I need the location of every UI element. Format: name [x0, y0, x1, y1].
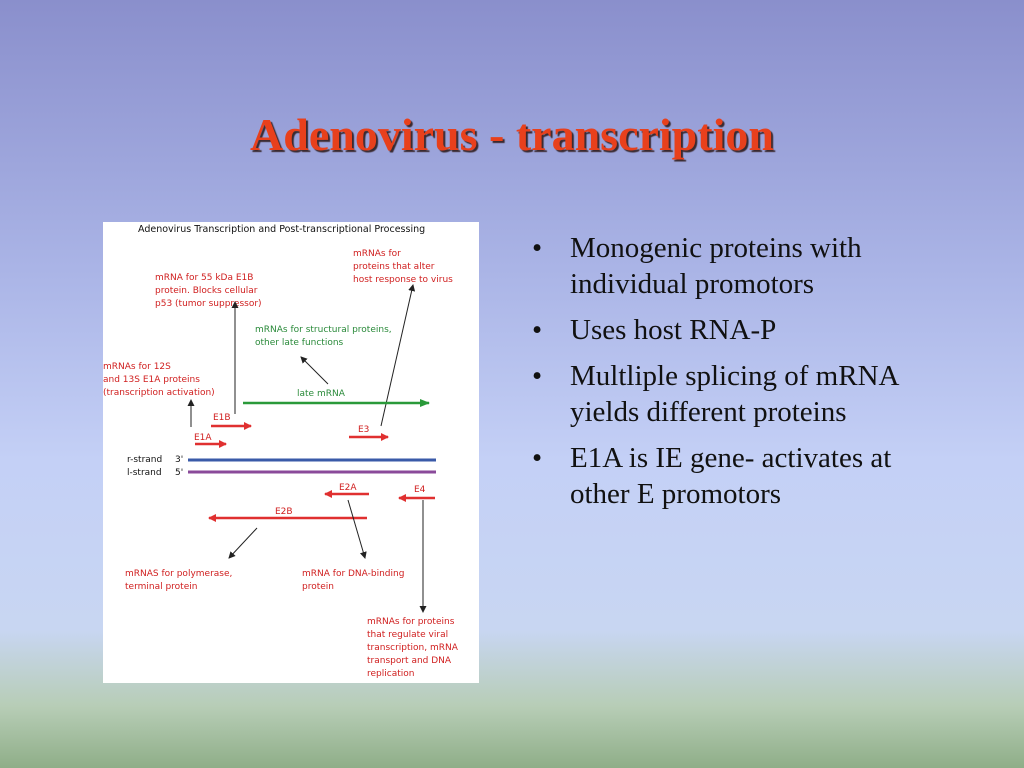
l-strand-label: l-strand [127, 468, 162, 478]
bullet-marker: • [532, 232, 543, 264]
label-late-product: mRNAs for structural proteins, other lat… [255, 325, 395, 348]
late-mrna-label: late mRNA [297, 389, 346, 399]
bullet-item: • Monogenic proteins with individual prom… [532, 230, 952, 302]
e3-label: E3 [358, 425, 369, 435]
label-e1a-product: mRNAs for 12S and 13S E1A proteins (tran… [103, 362, 215, 398]
label-e3-product: mRNAs for proteins that alter host respo… [353, 249, 453, 285]
l-strand-end: 5' [175, 468, 183, 478]
pointer-e2a [347, 499, 367, 559]
r-strand-end: 3' [175, 455, 183, 465]
pointer-e3 [380, 284, 416, 427]
pointer-late [300, 356, 329, 385]
r-strand-label: r-strand [127, 455, 162, 465]
bullet-marker: • [532, 360, 543, 392]
e2a-label: E2A [339, 483, 357, 493]
bullet-text: Multliple splicing of mRNA yields differ… [570, 360, 898, 428]
pointer-e2b [228, 527, 258, 559]
label-e4-product: mRNAs for proteins that regulate viral t… [367, 617, 461, 679]
slide-title: Adenovirus - transcription [250, 109, 774, 160]
label-e2a-product: mRNA for DNA-binding protein [302, 569, 407, 592]
e2b-label: E2B [275, 507, 293, 517]
bullet-text: Uses host RNA-P [570, 314, 777, 346]
e1a-label: E1A [194, 433, 212, 443]
bullet-marker: • [532, 314, 543, 346]
transcription-diagram: Adenovirus Transcription and Post-transc… [103, 222, 479, 683]
bullet-item: • Uses host RNA-P [532, 312, 952, 348]
label-e2b-product: mRNAS for polymerase, terminal protein [125, 569, 235, 592]
label-e1b-product: mRNA for 55 kDa E1B protein. Blocks cell… [155, 273, 262, 309]
bullet-text: E1A is IE gene- activates at other E pro… [570, 442, 892, 510]
e4-label: E4 [414, 485, 426, 495]
bullet-list: • Monogenic proteins with individual prom… [532, 230, 952, 522]
bullet-item: • E1A is IE gene- activates at other E pr… [532, 440, 952, 512]
e1b-label: E1B [213, 413, 231, 423]
bullet-marker: • [532, 442, 543, 474]
diagram-heading: Adenovirus Transcription and Post-transc… [138, 224, 425, 235]
bullet-item: • Multliple splicing of mRNA yields diffe… [532, 358, 952, 430]
diagram-svg: Adenovirus Transcription and Post-transc… [103, 224, 461, 679]
bullet-text: Monogenic proteins with individual promo… [570, 232, 862, 300]
